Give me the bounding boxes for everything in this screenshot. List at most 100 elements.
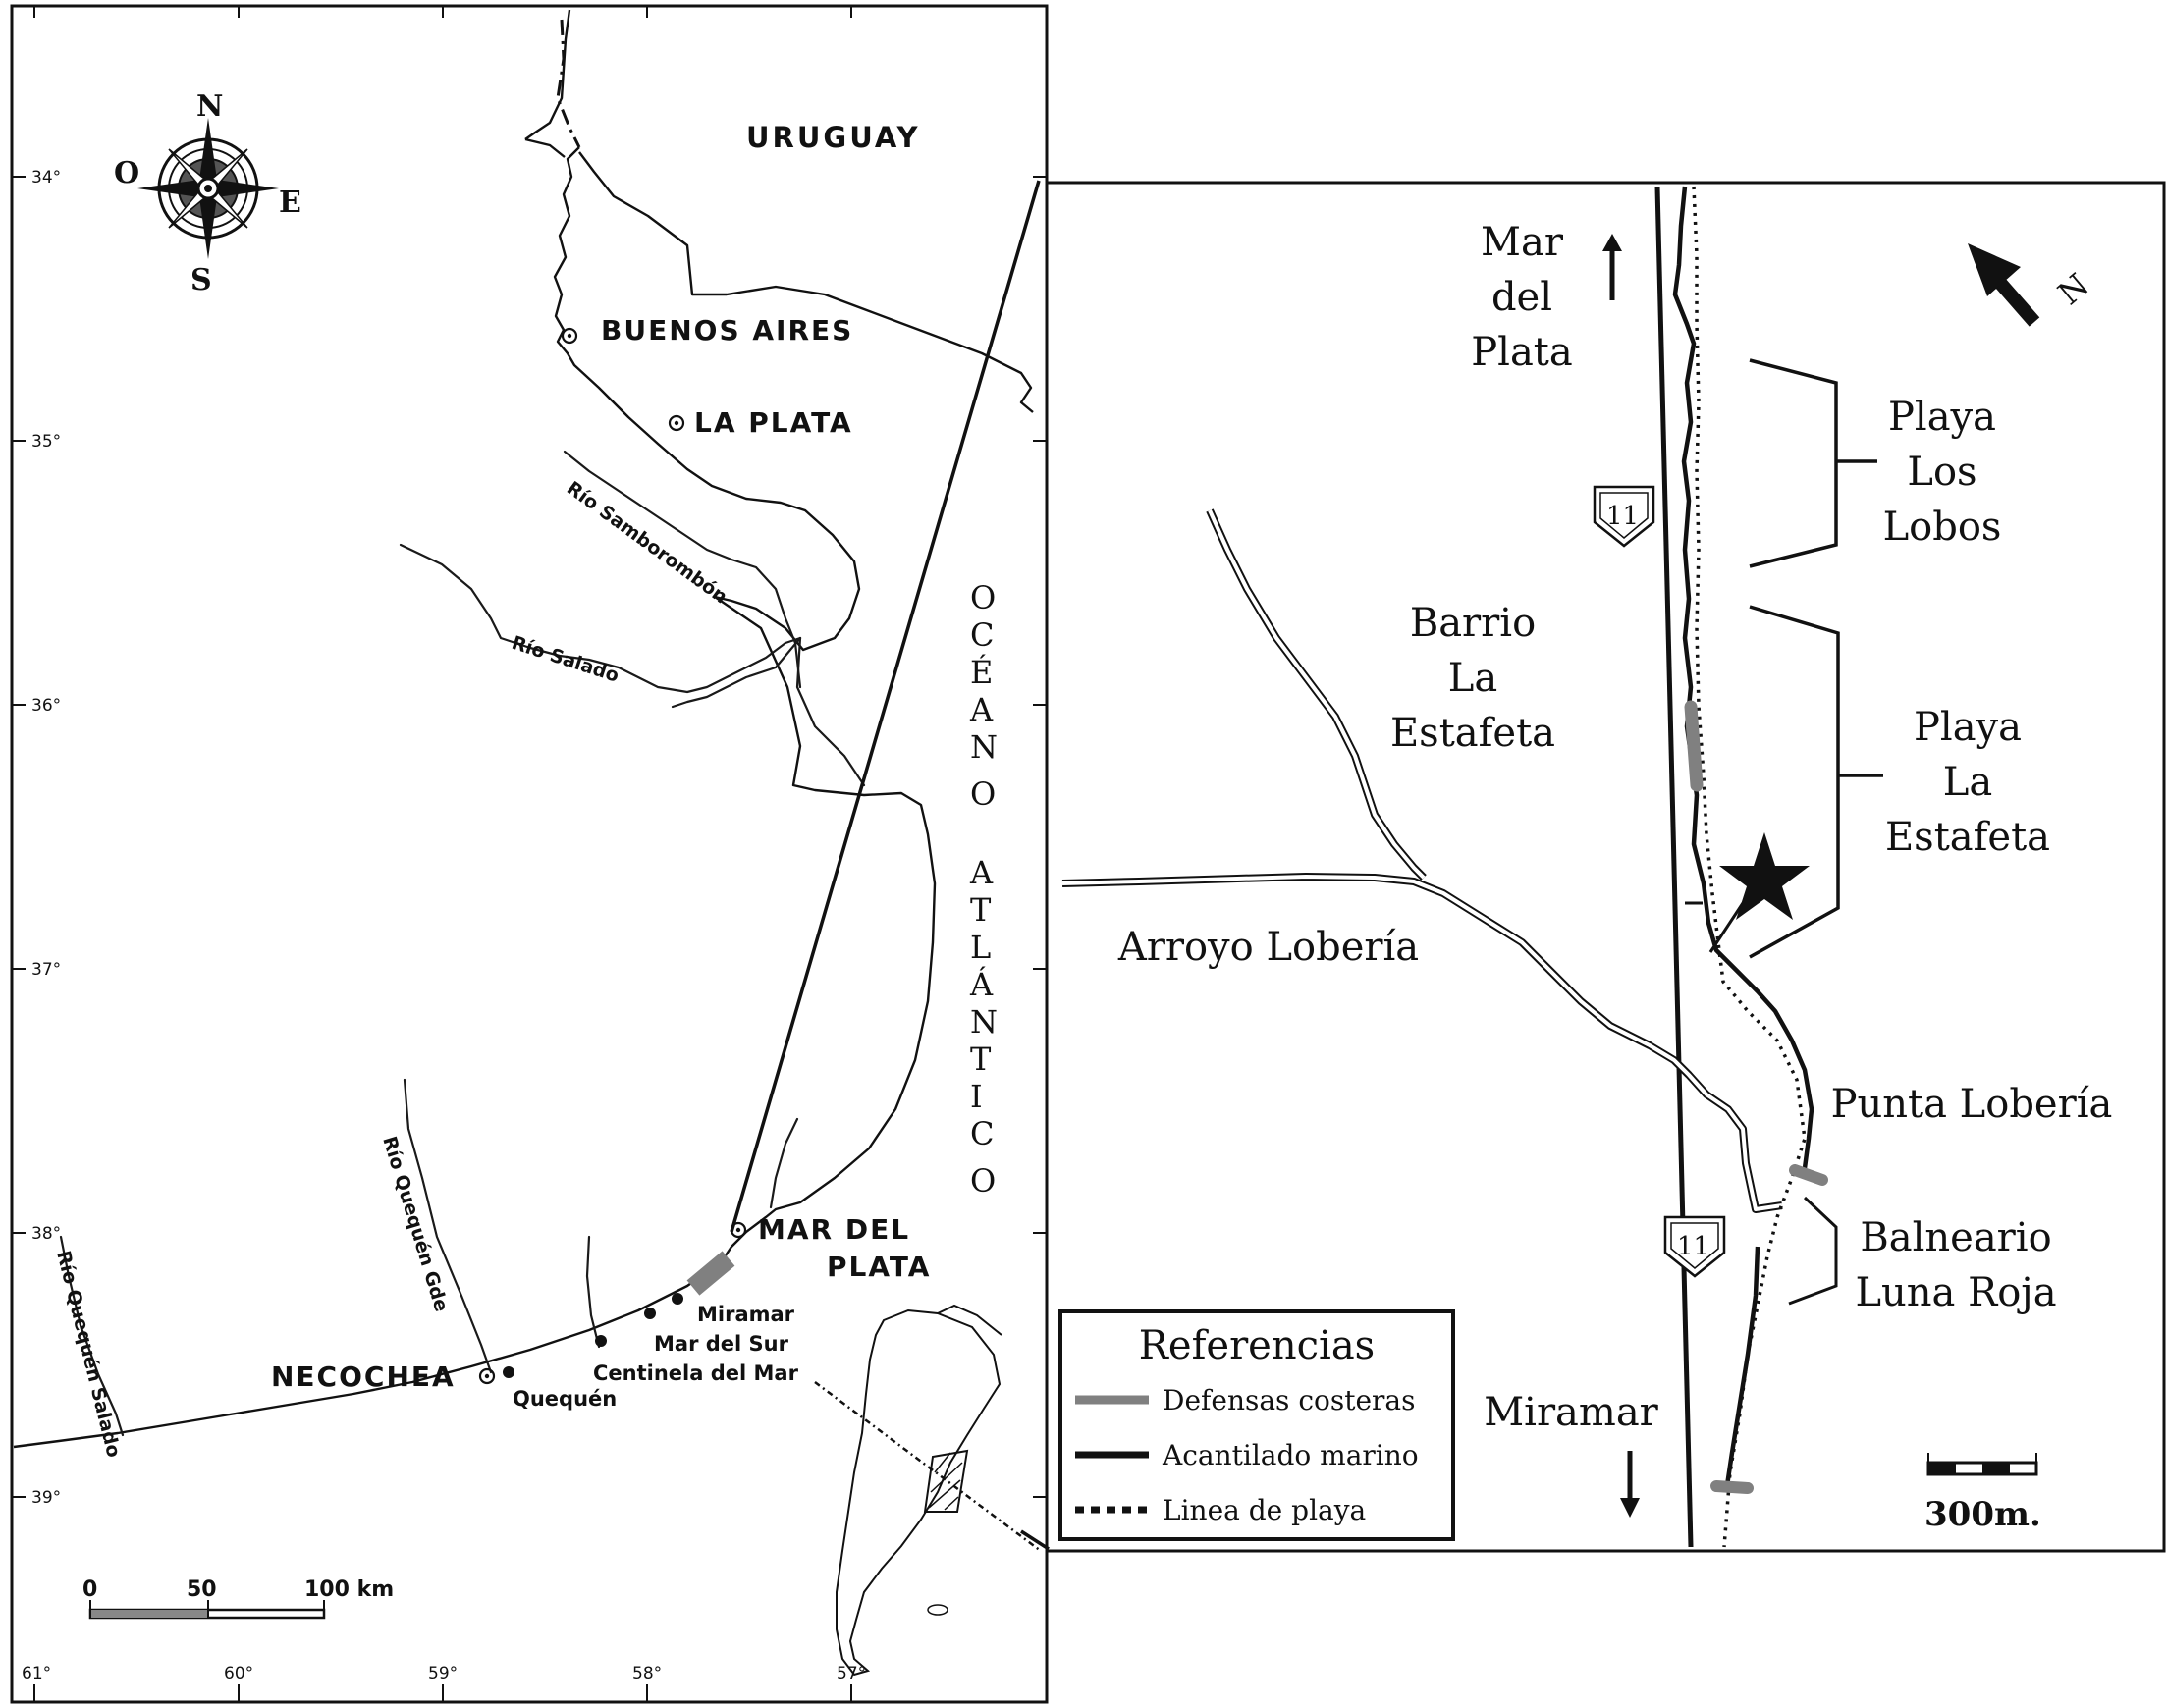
label-mar-del-plata: del xyxy=(1491,275,1552,320)
svg-text:O: O xyxy=(970,775,996,813)
regional-map: 34° 35° 36° 37° 38° 39° 61° 60° 59° 58° … xyxy=(10,4,1049,1704)
svg-text:50: 50 xyxy=(187,1577,217,1602)
arrow-down-icon xyxy=(1620,1451,1640,1518)
zoom-leader-bottom xyxy=(1020,1529,1050,1551)
lat-label: 35° xyxy=(31,432,61,452)
study-site-star-icon xyxy=(1719,832,1810,920)
coast-to-necochea xyxy=(13,1260,723,1449)
rio-de-la-plata-coast xyxy=(553,146,861,652)
latitude-graticule: 34° 35° 36° 37° 38° 39° xyxy=(12,168,1047,1508)
legend-title: Referencias xyxy=(1139,1323,1375,1368)
south-america-inset xyxy=(836,1304,1002,1677)
svg-text:É: É xyxy=(970,654,993,691)
compass-rose-icon: N S E O xyxy=(114,89,301,297)
route-11-shield-icon: 11 xyxy=(1663,1215,1726,1278)
label-rio-salado: Río Salado xyxy=(509,632,622,687)
coastal-defense-marker xyxy=(686,1251,735,1296)
longitude-graticule: 61° 60° 59° 58° 57° xyxy=(22,6,866,1702)
label-rio-quequen-gde: Río Quequén Gde xyxy=(378,1134,452,1314)
coastal-defense xyxy=(1789,1164,1828,1186)
label-centinela-del-mar: Centinela del Mar xyxy=(593,1361,799,1385)
label-playa-la-estafeta: Estafeta xyxy=(1885,815,2050,860)
inset-leader-line xyxy=(814,1380,1042,1553)
label-miramar: Miramar xyxy=(697,1303,795,1326)
town-dot-mar-del-sur xyxy=(644,1308,656,1319)
label-rio-samborombon: Río Samborombón xyxy=(563,477,731,608)
svg-text:I: I xyxy=(970,1078,983,1115)
svg-text:O: O xyxy=(970,579,996,616)
svg-text:O: O xyxy=(970,1162,996,1200)
rio-quequen-salado xyxy=(59,1235,125,1437)
label-miramar: Miramar xyxy=(1484,1390,1658,1435)
town-dot-quequen xyxy=(503,1366,514,1378)
label-playa-los-lobos: Playa xyxy=(1888,395,1996,440)
bracket-balneario xyxy=(1788,1196,1838,1306)
city-marker-necochea xyxy=(478,1367,496,1385)
svg-text:100 km: 100 km xyxy=(304,1577,394,1602)
town-dot-miramar xyxy=(672,1293,683,1305)
lat-label: 39° xyxy=(31,1488,61,1508)
rio-salado xyxy=(399,543,802,694)
town-dot-centinela xyxy=(595,1335,607,1347)
lon-label: 61° xyxy=(22,1664,51,1683)
svg-text:T: T xyxy=(970,1041,992,1078)
label-playa-la-estafeta: Playa xyxy=(1914,705,2022,750)
compass-north: N xyxy=(196,89,223,124)
svg-text:300m.: 300m. xyxy=(1924,1495,2041,1534)
uruguay-coast xyxy=(524,9,1034,413)
compass-east: E xyxy=(279,186,301,220)
sea-cliff xyxy=(1672,186,1814,1169)
svg-text:11: 11 xyxy=(1677,1232,1709,1261)
legend: Referencias Defensas costeras Acantilado… xyxy=(1058,1309,1455,1541)
label-rio-quequen-salado: Río Quequén Salado xyxy=(52,1249,125,1460)
label-playa-los-lobos: Los xyxy=(1907,450,1976,495)
label-balneario-luna-roja: Balneario xyxy=(1860,1215,2051,1260)
atlantic-coast xyxy=(714,596,937,1262)
label-mar-del-plata: PLATA xyxy=(827,1251,931,1283)
label-barrio-la-estafeta: Estafeta xyxy=(1390,711,1555,756)
svg-text:C: C xyxy=(970,616,994,654)
regional-map-frame xyxy=(10,4,1049,1704)
compass-west: O xyxy=(114,156,139,190)
svg-text:L: L xyxy=(970,929,991,966)
zoom-leader-top xyxy=(730,180,1041,1233)
label-mar-del-sur: Mar del Sur xyxy=(654,1332,789,1356)
label-oceano-atlantico: O C É A N O A T L Á N T I C O xyxy=(969,579,998,1200)
route-11-road xyxy=(1654,186,1694,1548)
label-playa-los-lobos: Lobos xyxy=(1883,505,2002,550)
km-scale-bar: 0 50 100 km xyxy=(82,1577,394,1620)
legend-label-acantilado: Acantilado marino xyxy=(1162,1439,1419,1471)
lon-label: 60° xyxy=(224,1664,253,1683)
label-necochea: NECOCHEA xyxy=(271,1361,456,1393)
north-arrow-icon: N xyxy=(1968,243,2096,327)
label-mar-del-plata: Plata xyxy=(1471,330,1572,375)
label-playa-la-estafeta: La xyxy=(1943,760,1992,805)
river-inland xyxy=(795,636,866,787)
lat-label: 34° xyxy=(31,168,61,187)
label-uruguay: URUGUAY xyxy=(746,121,921,154)
lon-label: 57° xyxy=(837,1664,866,1683)
compass-south: S xyxy=(190,263,212,297)
label-arroyo-loberia: Arroyo Lobería xyxy=(1117,925,1419,970)
lon-label: 59° xyxy=(428,1664,458,1683)
border-line xyxy=(556,19,581,148)
beach-line xyxy=(1692,186,1807,1548)
svg-text:11: 11 xyxy=(1606,502,1639,531)
label-buenos-aires: BUENOS AIRES xyxy=(601,314,853,347)
lat-label: 38° xyxy=(31,1224,61,1244)
city-marker-la-plata xyxy=(668,414,685,432)
lat-label: 37° xyxy=(31,960,61,980)
svg-text:N: N xyxy=(970,728,998,766)
meter-scale-bar: 300m. xyxy=(1924,1453,2041,1534)
sea-cliff-south xyxy=(1723,1246,1760,1493)
bracket-playa-la-estafeta xyxy=(1749,605,1883,959)
bracket-playa-los-lobos xyxy=(1749,358,1877,568)
coastal-defense xyxy=(1684,700,1704,792)
legend-label-defensas: Defensas costeras xyxy=(1163,1384,1416,1416)
svg-text:A: A xyxy=(969,691,994,728)
route-11-shield-icon: 11 xyxy=(1593,485,1655,548)
svg-text:A: A xyxy=(969,854,994,891)
svg-text:T: T xyxy=(970,891,992,929)
legend-label-playa: Linea de playa xyxy=(1163,1494,1366,1526)
